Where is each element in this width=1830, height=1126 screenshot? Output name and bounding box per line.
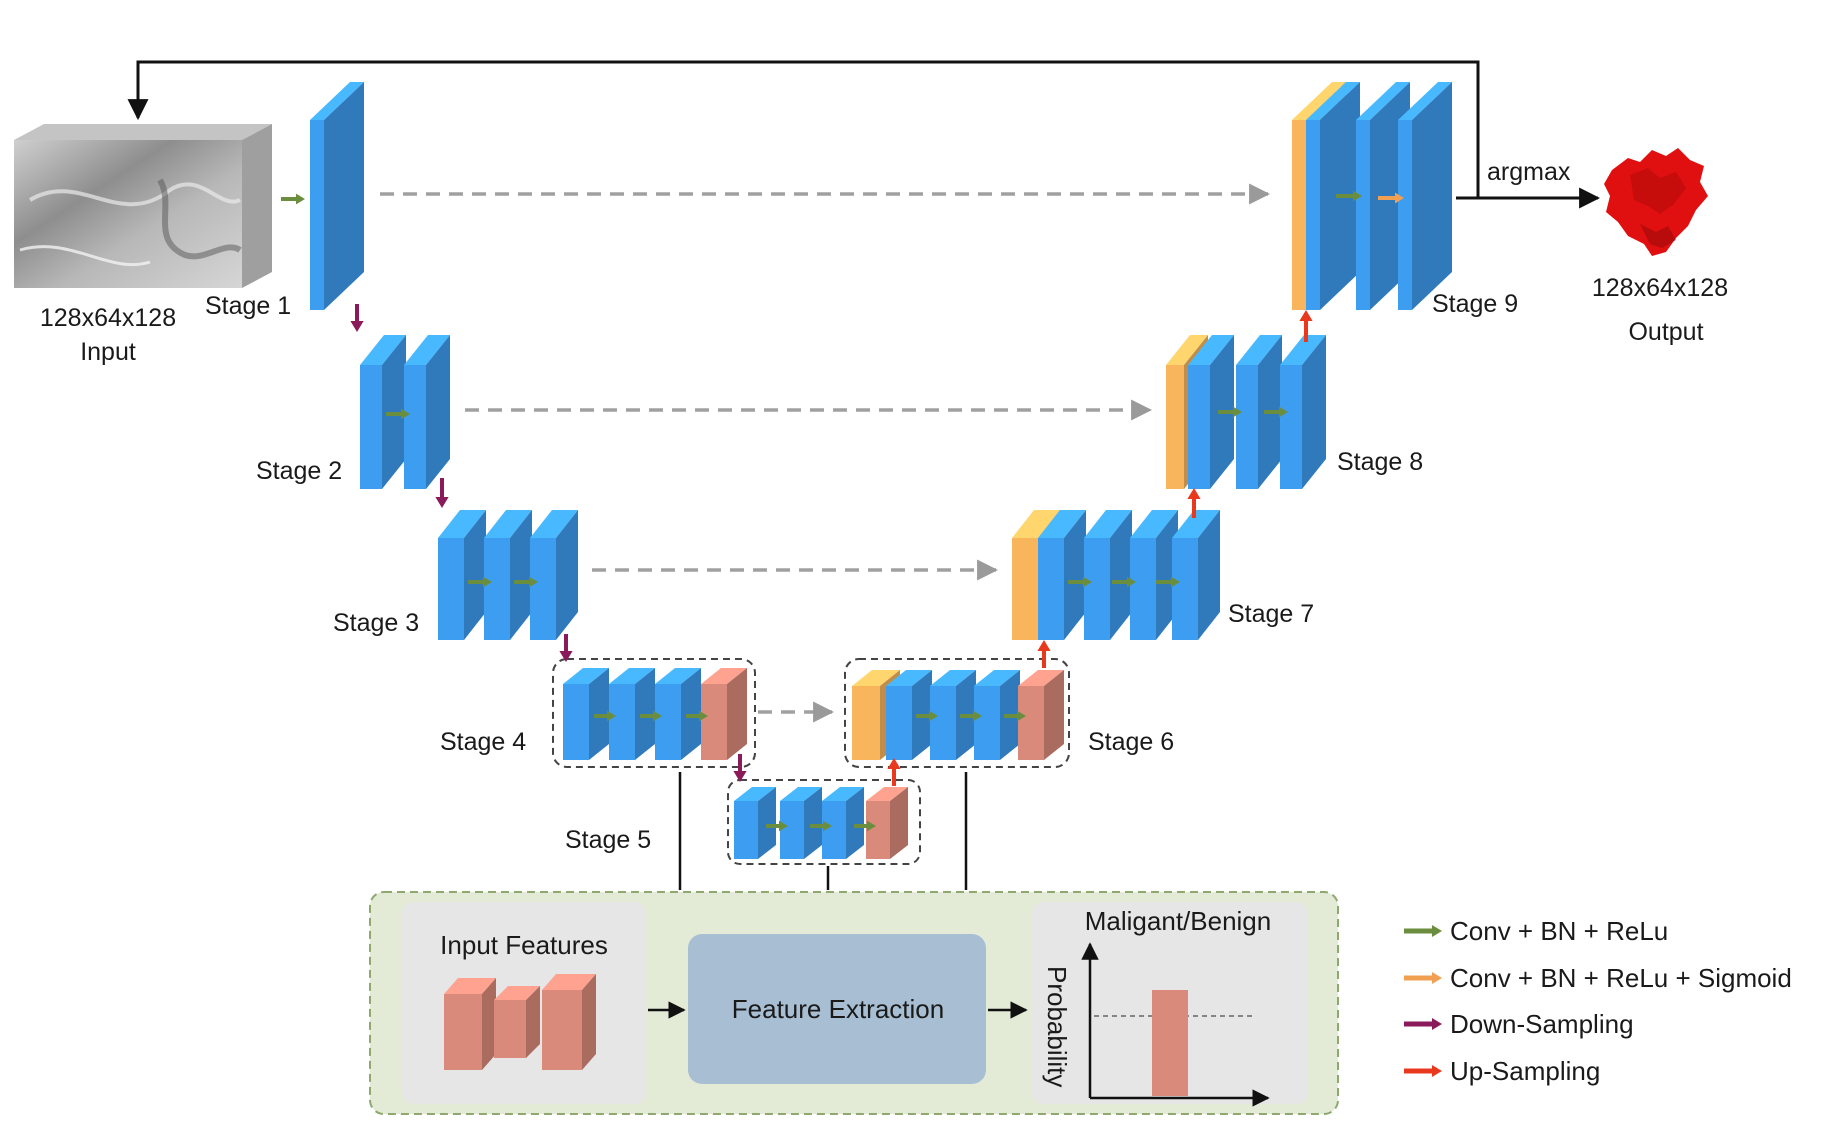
legend-item-conv-bn-relu-sigmoid: Conv + BN + ReLu + Sigmoid bbox=[1404, 963, 1792, 993]
conv-arrow-stage-4b bbox=[640, 710, 662, 722]
stage-4-block-4 bbox=[701, 668, 747, 760]
stage-9-block-2 bbox=[1306, 82, 1360, 310]
stage-7-block-3 bbox=[1084, 510, 1132, 640]
legend-item-up-sampling: Up-Sampling bbox=[1404, 1056, 1600, 1086]
stage-3-block-3 bbox=[530, 510, 578, 640]
conv-arrow-stage-8a bbox=[1218, 406, 1242, 418]
stage-1-label: Stage 1 bbox=[205, 292, 291, 320]
down-arrow-3-4 bbox=[559, 634, 573, 662]
stage-5-block-2 bbox=[780, 787, 822, 859]
legend-label-conv-bn-relu: Conv + BN + ReLu bbox=[1450, 916, 1668, 946]
stage-5-block-3 bbox=[822, 787, 864, 859]
stage-9-block-4 bbox=[1398, 82, 1452, 310]
stage-1-block-1 bbox=[310, 82, 364, 310]
probability-axis-label: Probability bbox=[1042, 966, 1072, 1087]
stage-7-label: Stage 7 bbox=[1228, 600, 1314, 628]
conv-arrow-stage-8b bbox=[1264, 406, 1288, 418]
stage-9-label: Stage 9 bbox=[1432, 290, 1518, 318]
classifier-panel bbox=[369, 891, 1339, 1115]
input-features-title: Input Features bbox=[440, 930, 608, 960]
conv-arrow-stage-3a bbox=[468, 576, 492, 588]
legend-label-down-sampling: Down-Sampling bbox=[1450, 1009, 1634, 1039]
classifier-connectors bbox=[678, 772, 968, 890]
up-arrow-5-6 bbox=[887, 758, 901, 786]
sigmoid-arrow-stage-9 bbox=[1378, 192, 1404, 204]
conv-arrow-stage-3b bbox=[514, 576, 538, 588]
down-arrow-4-5 bbox=[733, 754, 747, 782]
stage-6-block-5 bbox=[1018, 670, 1064, 760]
conv-arrow-stage-4a bbox=[594, 710, 616, 722]
legend-label-conv-bn-relu-sigmoid: Conv + BN + ReLu + Sigmoid bbox=[1450, 963, 1792, 993]
operation-arrows bbox=[281, 190, 1404, 832]
down-arrow-1-2 bbox=[350, 304, 364, 332]
stage-7-block-4 bbox=[1130, 510, 1178, 640]
stage-5-label: Stage 5 bbox=[565, 826, 651, 854]
output-tumor-mask bbox=[1604, 148, 1708, 256]
conv-arrow-stage-6c bbox=[1004, 710, 1026, 722]
output-dims-label: 128x64x128 bbox=[1592, 274, 1728, 302]
stage-5-block-1 bbox=[734, 787, 776, 859]
conv-arrow-stage-6b bbox=[960, 710, 982, 722]
input-feature-block-1 bbox=[444, 978, 496, 1070]
conv-arrow-stage-7c bbox=[1156, 576, 1180, 588]
stage-5-group-box bbox=[727, 779, 921, 865]
conv-arrow-stage-5a bbox=[766, 820, 788, 832]
network-blocks bbox=[310, 82, 1452, 859]
conv-arrow-stage-7b bbox=[1112, 576, 1136, 588]
down-arrow-2-3 bbox=[435, 478, 449, 508]
stage-2-block-2 bbox=[404, 335, 450, 489]
conv-arrow-stage-7a bbox=[1068, 576, 1092, 588]
argmax-label: argmax bbox=[1487, 158, 1571, 186]
input-feature-block-3 bbox=[542, 974, 596, 1070]
stage-7-block-5 bbox=[1172, 510, 1220, 640]
conv-arrow-stage-1 bbox=[281, 193, 305, 205]
input-volume-image bbox=[14, 124, 272, 288]
skip-connections bbox=[380, 183, 1271, 723]
stage-2-label: Stage 2 bbox=[256, 457, 342, 485]
conv-arrow-stage-2 bbox=[386, 408, 410, 420]
input-feature-blocks bbox=[444, 974, 596, 1070]
stage-5-block-4 bbox=[866, 787, 908, 859]
feature-extraction-box bbox=[688, 934, 986, 1084]
stage-4-group-box bbox=[552, 658, 756, 768]
stage-6-label: Stage 6 bbox=[1088, 728, 1174, 756]
stage-6-group-box bbox=[844, 658, 1070, 768]
up-arrow-6-7 bbox=[1037, 640, 1051, 668]
conv-arrow-stage-4c bbox=[686, 710, 708, 722]
up-arrow-8-9 bbox=[1299, 310, 1313, 342]
legend-label-up-sampling: Up-Sampling bbox=[1450, 1056, 1600, 1086]
stage-8-label: Stage 8 bbox=[1337, 448, 1423, 476]
conv-arrow-stage-5b bbox=[810, 820, 832, 832]
stage-3-label: Stage 3 bbox=[333, 609, 419, 637]
input-feature-block-2 bbox=[494, 986, 540, 1058]
input-label: Input bbox=[80, 338, 136, 366]
stage-4-label: Stage 4 bbox=[440, 728, 526, 756]
stage-3-block-1 bbox=[438, 510, 486, 640]
conv-arrow-stage-9 bbox=[1336, 190, 1362, 202]
feedback-loop-arrow bbox=[127, 60, 1480, 197]
stage-3-block-2 bbox=[484, 510, 532, 640]
legend-item-conv-bn-relu: Conv + BN + ReLu bbox=[1404, 916, 1668, 946]
stage-7-block-2 bbox=[1038, 510, 1086, 640]
output-label: Output bbox=[1628, 318, 1703, 346]
conv-arrow-stage-6a bbox=[916, 710, 938, 722]
legend: Conv + BN + ReLu Conv + BN + ReLu + Sigm… bbox=[1404, 916, 1792, 1086]
legend-item-down-sampling: Down-Sampling bbox=[1404, 1009, 1634, 1039]
malignant-benign-title: Maligant/Benign bbox=[1085, 906, 1271, 936]
up-arrow-7-8 bbox=[1187, 488, 1201, 518]
feature-extraction-label: Feature Extraction bbox=[732, 994, 944, 1024]
stage-8-block-4 bbox=[1280, 335, 1326, 489]
conv-arrow-stage-5c bbox=[854, 820, 876, 832]
probability-bar bbox=[1152, 990, 1188, 1096]
input-dims-label: 128x64x128 bbox=[40, 304, 176, 332]
